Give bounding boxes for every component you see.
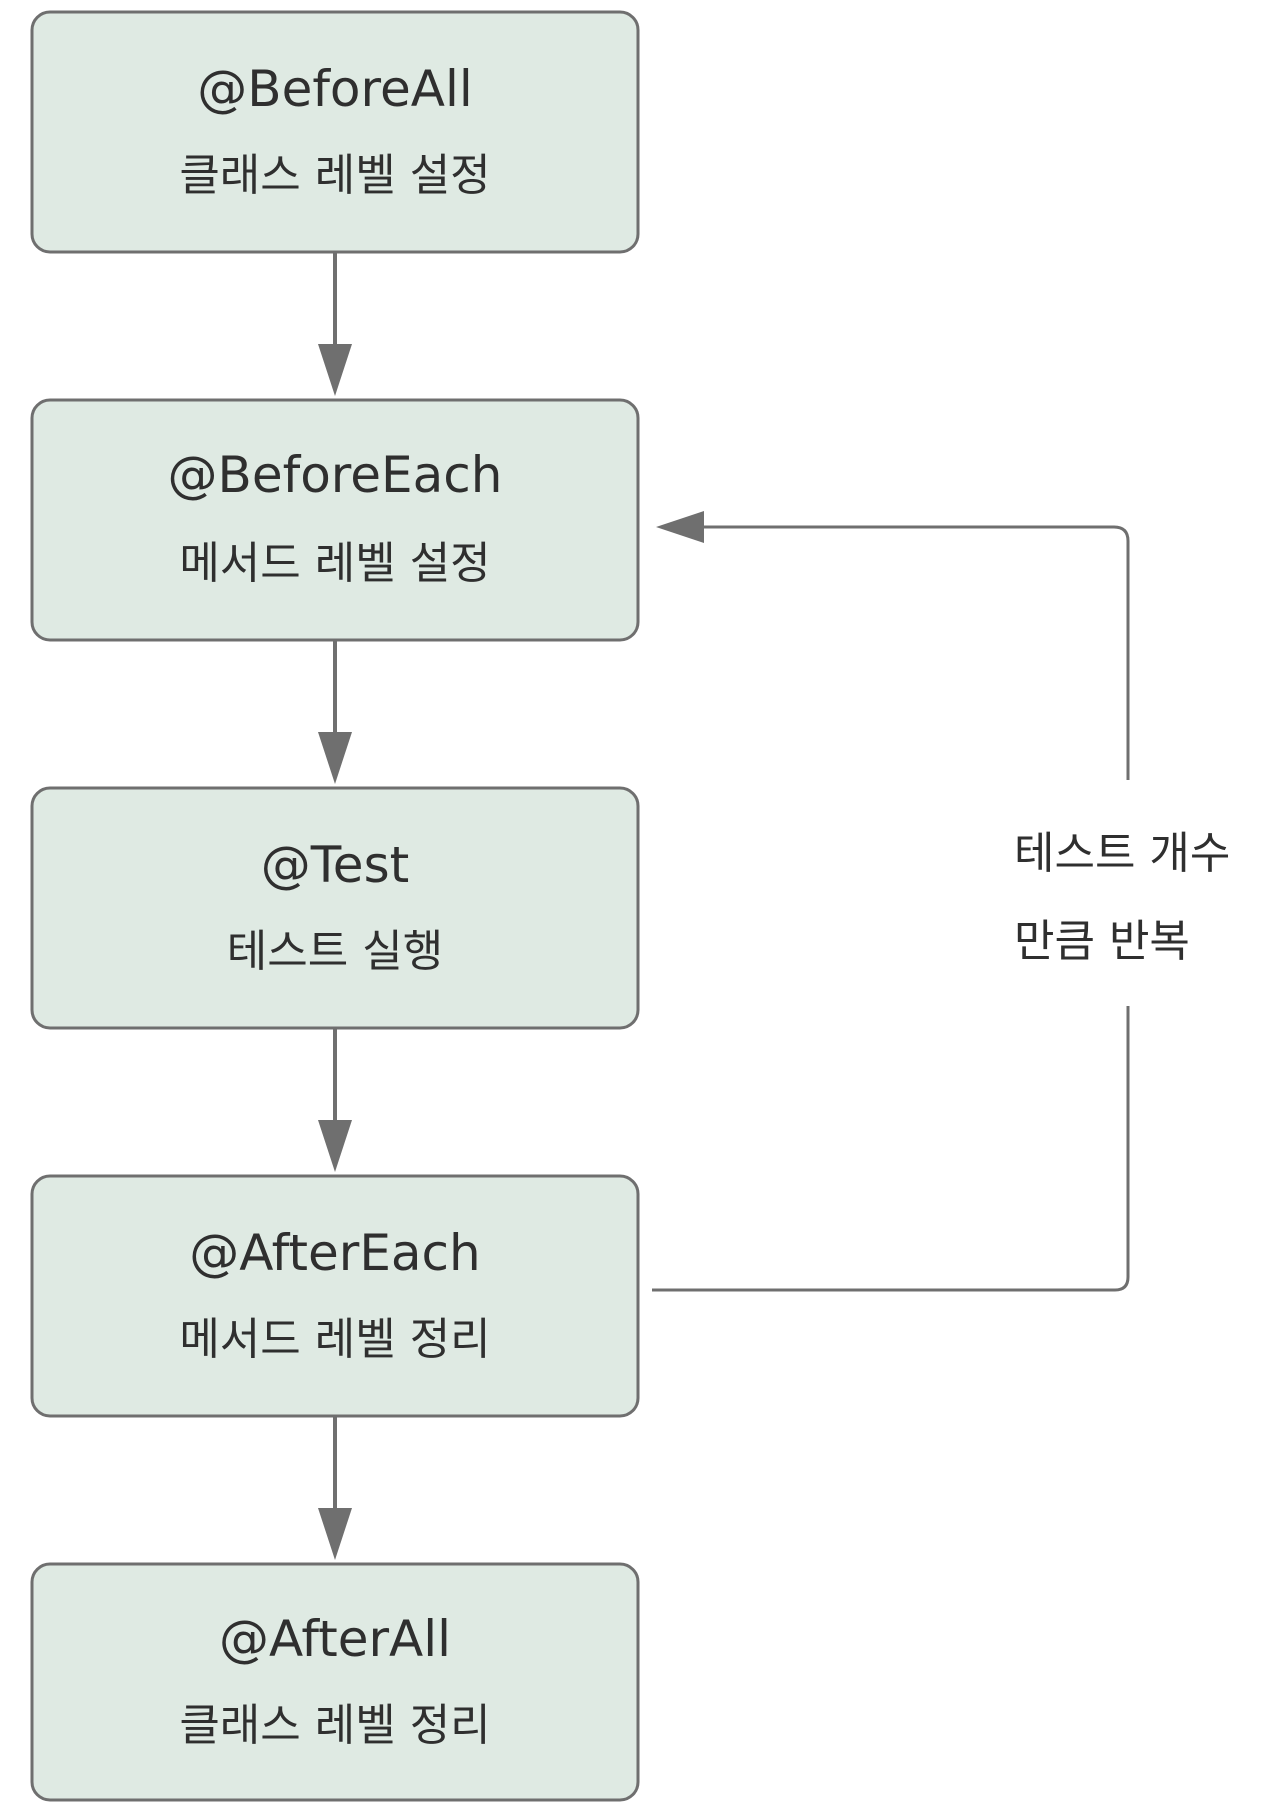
loop-connector: 테스트 개수 만큼 반복 [652,511,1230,1292]
loop-label-line2: 만큼 반복 [1014,916,1190,967]
arrow-head-3 [318,1120,352,1172]
node-before-each: @BeforeEach 메서드 레벨 설정 [30,398,640,642]
arrow-head-2 [318,732,352,784]
node-after-all: @AfterAll 클래스 레벨 정리 [30,1562,640,1802]
loop-line-upper [698,525,1130,780]
node-before-all-box [30,10,640,254]
loop-line-lower [652,1006,1130,1292]
arrow-head-1 [318,344,352,396]
node-before-each-title: @BeforeEach [168,446,503,504]
node-test: @Test 테스트 실행 [30,786,640,1030]
node-before-each-subtitle: 메서드 레벨 설정 [179,538,490,589]
flow-arrows [318,252,352,1560]
loop-arrow-head [656,511,704,543]
node-before-all-title: @BeforeAll [197,60,472,118]
node-after-all-box [30,1562,640,1802]
node-test-box [30,786,640,1030]
node-after-each: @AfterEach 메서드 레벨 정리 [30,1174,640,1418]
node-before-all-subtitle: 클래스 레벨 설정 [179,150,490,201]
node-after-each-title: @AfterEach [189,1224,480,1282]
node-test-title: @Test [261,836,409,894]
node-after-all-subtitle: 클래스 레벨 정리 [179,1700,490,1751]
node-after-each-subtitle: 메서드 레벨 정리 [179,1314,490,1365]
loop-label-line1: 테스트 개수 [1014,828,1230,879]
node-before-each-box [30,398,640,642]
node-test-subtitle: 테스트 실행 [227,926,443,977]
arrow-head-4 [318,1508,352,1560]
node-after-all-title: @AfterAll [219,1610,451,1668]
node-after-each-box [30,1174,640,1418]
node-before-all: @BeforeAll 클래스 레벨 설정 [30,10,640,254]
